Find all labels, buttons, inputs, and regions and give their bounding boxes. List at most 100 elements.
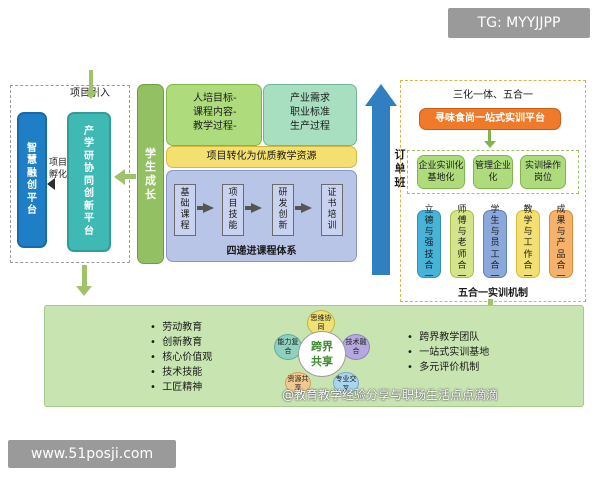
vertical-char: 项 xyxy=(228,187,238,198)
vertical-char: 发 xyxy=(278,198,288,209)
fuhua-arrow-head xyxy=(47,178,55,190)
vertical-char: 一 xyxy=(523,272,533,283)
five-item-1: 立德与强技合一 xyxy=(417,205,441,282)
vertical-char: 一 xyxy=(556,272,566,283)
step-box-3: 研发创新 xyxy=(272,184,294,236)
vertical-char: 台 xyxy=(84,225,94,237)
step-arrow-3-tail xyxy=(295,206,302,210)
vertical-char: 学 xyxy=(84,138,94,150)
bottom-right-item-3: • 多元评价机制 xyxy=(407,362,480,373)
left-top-line-2: 课程内容- xyxy=(193,107,237,118)
vertical-char: 员 xyxy=(490,238,500,249)
vertical-char: 一 xyxy=(457,272,467,283)
vertical-char: 老 xyxy=(457,238,467,249)
vertical-char: 新 xyxy=(278,221,288,232)
right-footer-text: 五合一实训机制 xyxy=(458,288,528,299)
vertical-char: 作 xyxy=(523,249,533,260)
step-arrow-2 xyxy=(251,203,262,213)
vertical-char: 新 xyxy=(84,200,94,212)
three-item-3-text: 实训操作岗位 xyxy=(524,161,561,183)
vertical-char: 立 xyxy=(424,204,434,215)
five-item-4: 教学与工作合一 xyxy=(516,205,540,282)
vertical-char: 教 xyxy=(523,204,533,215)
bottom-left-item-2: • 创新教育 xyxy=(150,337,203,348)
vertical-char: 果 xyxy=(556,215,566,226)
right-down-arrow-line xyxy=(488,299,493,305)
step-arrow-2-tail xyxy=(245,206,252,210)
right-dashed-frame xyxy=(400,80,586,302)
vertical-char: 基 xyxy=(180,187,190,198)
five-item-2: 师傅与老师合一 xyxy=(450,205,474,282)
vertical-char: 与 xyxy=(523,227,533,238)
vertical-char: 平 xyxy=(84,213,94,225)
vertical-char: 学 xyxy=(490,204,500,215)
vertical-char: 训 xyxy=(327,221,337,232)
petal-bottom-left-text: 资源共享 xyxy=(287,375,309,392)
vertical-char: 研 xyxy=(84,150,94,162)
xuesheng-chengzhang-box: 学生成长 xyxy=(137,84,164,264)
vertical-char: 研 xyxy=(278,187,288,198)
petal-left-text: 能力复合 xyxy=(277,338,299,355)
vertical-char: 成 xyxy=(556,204,566,215)
vertical-char: 德 xyxy=(424,215,434,226)
vertical-char: 品 xyxy=(556,249,566,260)
step-box-1: 基础课程 xyxy=(174,184,196,236)
vertical-char: 创 xyxy=(84,188,94,200)
vertical-char: 证 xyxy=(327,187,337,198)
three-item-2: 管理企业化 xyxy=(473,155,513,189)
bottom-left-item-1: • 劳动教育 xyxy=(150,322,203,333)
right-header: 三化一体、五合一 xyxy=(400,86,586,101)
three-item-1: 企业实训化基地化 xyxy=(417,155,465,189)
right-top-line-1: 产业需求 xyxy=(290,93,330,104)
left-top-line-3: 教学过程- xyxy=(193,121,237,132)
vertical-char: 程 xyxy=(180,221,190,232)
dingdan-arrow-body xyxy=(372,105,390,275)
vertical-char: 合 xyxy=(490,260,500,271)
chanxueyan-platform-box: 产学研协同创新平台 xyxy=(67,112,111,252)
three-items-frame xyxy=(407,150,579,194)
right-header-text: 三化一体、五合一 xyxy=(453,90,533,101)
vertical-char: 产 xyxy=(84,125,94,137)
xunwei-platform-text: 寻味食尚一站式实训平台 xyxy=(435,113,545,124)
vertical-char: 学 xyxy=(145,146,156,160)
right-top-line-2: 职业标准 xyxy=(290,107,330,118)
vertical-char: 融 xyxy=(27,167,37,179)
watermark-bottom-right-text: @教育教学经验分享与职场生活点点滴滴 xyxy=(282,388,499,402)
three-item-2-text: 管理企业化 xyxy=(474,161,511,183)
vertical-char: 成 xyxy=(145,174,156,187)
vertical-char: 长 xyxy=(145,187,156,201)
vertical-char: 合 xyxy=(523,260,533,271)
vertical-char: 师 xyxy=(457,204,467,215)
vertical-char: 与 xyxy=(424,227,434,238)
five-item-3: 学生与员工合一 xyxy=(483,205,507,282)
five-item-5: 成果与产品合一 xyxy=(549,205,573,282)
watermark-bottom-right: @教育教学经验分享与职场生活点点滴滴 xyxy=(282,386,498,403)
right-footer: 五合一实训机制 xyxy=(400,284,586,299)
vertical-char: 学 xyxy=(523,215,533,226)
xiangmu-fuhua-label: 项目孵化 xyxy=(48,157,68,181)
vertical-char: 生 xyxy=(145,160,156,174)
bottom-right-list: • 跨界教学团队 • 一站式实训基地 • 多元评价机制 xyxy=(407,330,489,375)
vertical-char: 傅 xyxy=(457,215,467,226)
right-top-line-3: 生产过程 xyxy=(290,121,330,132)
bottom-right-item-2: • 一站式实训基地 xyxy=(407,347,490,358)
zhihui-platform-box: 智慧融创平台 xyxy=(17,112,47,248)
center-right-top-box: 产业需求 职业标准 生产过程 xyxy=(263,84,357,146)
vertical-char: 生 xyxy=(490,215,500,226)
petal-top-text: 思维协同 xyxy=(310,314,332,331)
flower-center-text: 跨界共享 xyxy=(311,340,333,368)
top-left-arrow-head xyxy=(84,91,98,99)
top-left-arrow-line xyxy=(89,70,93,92)
vertical-char: 工 xyxy=(523,238,533,249)
course-system-title: 四递进课程体系 xyxy=(166,242,357,257)
step-arrow-1 xyxy=(203,203,214,213)
center-left-top-box: 人培目标- 课程内容- 教学过程- xyxy=(166,84,262,146)
left-top-line-1: 人培目标- xyxy=(193,93,237,104)
transform-bar: 项目转化为优质教学资源 xyxy=(166,146,357,168)
vertical-char: 智 xyxy=(27,142,37,154)
petal-right: 技术融合 xyxy=(342,334,370,360)
vertical-char: 合 xyxy=(457,260,467,271)
course-system-title-text: 四递进课程体系 xyxy=(226,246,297,257)
petal-bottom-left: 资源共享 xyxy=(285,372,311,394)
vertical-char: 础 xyxy=(180,198,190,209)
